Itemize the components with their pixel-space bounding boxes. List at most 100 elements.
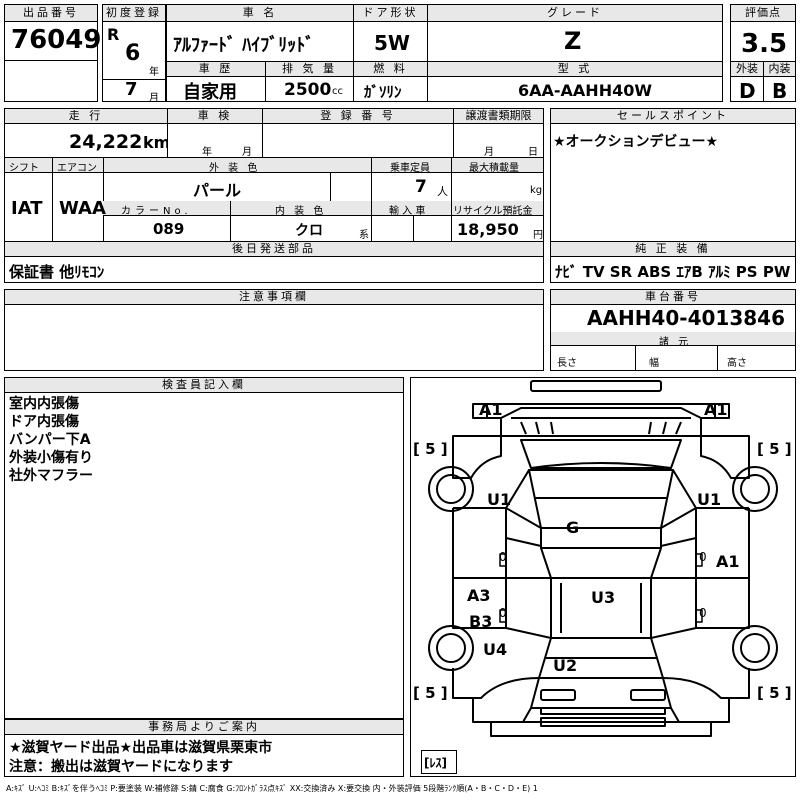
- damage-mark-a1-front-right: A1: [704, 400, 728, 419]
- model-code-label: 型 式: [428, 62, 722, 77]
- damage-mark-zero-2: 0: [699, 550, 707, 564]
- fuel-box: 燃 料 ｶﾞｿﾘﾝ: [353, 61, 428, 102]
- capacity-label: 乗車定員: [390, 163, 430, 174]
- damage-mark-zero-1: 0: [499, 550, 507, 564]
- recycle-unit: 円: [533, 230, 543, 241]
- damage-mark-u1-left: U1: [487, 490, 512, 509]
- exterior-label: 外装: [731, 62, 763, 77]
- damage-mark-a1-front-left: A1: [479, 400, 503, 419]
- length-label: 長さ: [557, 358, 577, 369]
- office-line-1: ★滋賀ヤード出品★出品車は滋賀県栗東市: [9, 740, 273, 756]
- genuine-equipment-label: 純 正 装 備: [551, 242, 795, 257]
- chassis-number: AAHH40-4013846: [587, 306, 785, 330]
- damage-mark-a3: A3: [467, 586, 491, 605]
- height-label: 高さ: [727, 358, 747, 369]
- displacement-box: 排 気 量 2500 cc: [265, 61, 354, 102]
- lot-number-box: 出品番号 76049: [4, 4, 101, 61]
- transfer-deadline-label: 譲渡書類期限: [454, 109, 543, 124]
- fuel-label: 燃 料: [354, 62, 427, 77]
- damage-mark-a1-side: A1: [716, 552, 740, 571]
- int-color-suffix: 系: [359, 230, 369, 241]
- selling-point: ★オークションデビュー★: [553, 134, 719, 150]
- inspector-line-4: 外装小傷有り: [9, 450, 93, 466]
- car-name-label: 車 名: [167, 5, 353, 22]
- mileage-label: 走 行: [5, 109, 167, 124]
- selling-point-box: セールスポイント ★オークションデビュー★: [550, 108, 796, 242]
- history-label: 車 歴: [167, 62, 265, 77]
- tire-tread-rear-right: [ 5 ]: [757, 684, 792, 702]
- registration-number-label: 登 録 番 号: [263, 109, 453, 124]
- model-code-box: 型 式 6AA-AAHH40W: [427, 61, 723, 102]
- damage-mark-b3: B3: [469, 612, 493, 631]
- damage-mark-u3: U3: [591, 588, 616, 607]
- spare-tire-box: [ﾚｽ]: [421, 750, 457, 774]
- color-no: 089: [153, 220, 185, 238]
- capacity: 7: [415, 177, 427, 197]
- inspector-line-1: 室内内張傷: [9, 396, 79, 412]
- door-type: 5W: [374, 31, 410, 55]
- transfer-day-label: 日: [528, 147, 538, 158]
- genuine-equipment: ﾅﾋﾞ TV SR ABS ｴｱB ｱﾙﾐ PS PW: [555, 263, 791, 281]
- damage-mark-u2: U2: [553, 656, 578, 675]
- fuel: ｶﾞｿﾘﾝ: [364, 83, 402, 101]
- inspection-month-label: 月: [242, 147, 252, 158]
- exterior-score-box: 外装 D: [730, 61, 764, 103]
- selling-point-label: セールスポイント: [551, 109, 795, 124]
- history-box: 車 歴 自家用: [166, 61, 266, 103]
- later-parts-box: 後日発送部品 保証書 他ﾘﾓｺﾝ: [4, 241, 544, 283]
- damage-mark-g: G: [566, 518, 580, 537]
- import-label: 輸 入 車: [389, 206, 426, 217]
- registration-number-box: 登 録 番 号: [262, 108, 454, 158]
- displacement-label: 排 気 量: [266, 62, 353, 77]
- aircon-label: エアコン: [57, 163, 97, 174]
- car-outline-svg: [428, 380, 778, 737]
- grade-box: グレード Z: [427, 4, 723, 62]
- first-registration-box: 初度登録 R 6 年 7 月: [102, 4, 166, 104]
- damage-legend: A:ｷｽﾞ U:ﾍｺﾐ B:ｷｽﾞを伴うﾍｺﾐ P:要塗装 W:補修跡 S:錆 …: [6, 784, 538, 793]
- width-label: 幅: [649, 358, 659, 369]
- int-color: クロ: [295, 223, 323, 239]
- inspector-notes-label: 検査員記入欄: [5, 378, 403, 393]
- notes-label: 注意事項欄: [5, 290, 543, 305]
- history: 自家用: [183, 82, 237, 103]
- score-box: 評価点 3.5: [730, 4, 796, 62]
- ext-color-label: 外 装 色: [209, 163, 261, 174]
- chassis-box: 車台番号 AAHH40-4013846 諸 元 長さ 幅 高さ: [550, 289, 796, 371]
- score-label: 評価点: [731, 5, 795, 22]
- chassis-label: 車台番号: [551, 290, 795, 305]
- max-load-label: 最大積載量: [469, 163, 519, 174]
- displacement-unit: cc: [332, 86, 343, 97]
- interior-label: 内装: [764, 62, 795, 77]
- tire-tread-front-left: [ 5 ]: [413, 440, 448, 458]
- tire-tread-rear-left: [ 5 ]: [413, 684, 448, 702]
- color-no-label: カラーNo.: [121, 206, 192, 217]
- interior-score: B: [772, 79, 788, 103]
- inspector-line-3: バンパー下A: [9, 432, 91, 448]
- transfer-month-label: 月: [484, 147, 494, 158]
- notes-box: 注意事項欄: [4, 289, 544, 371]
- later-parts-label: 後日発送部品: [5, 242, 543, 257]
- recycle: 18,950: [457, 220, 519, 239]
- genuine-equipment-box: 純 正 装 備 ﾅﾋﾞ TV SR ABS ｴｱB ｱﾙﾐ PS PW: [550, 241, 796, 283]
- recycle-label: リサイクル預託金: [453, 206, 533, 217]
- month-label: 月: [149, 93, 159, 104]
- shift: IAT: [11, 198, 43, 219]
- spare-tire: [ﾚｽ]: [424, 756, 447, 770]
- car-name-box: 車 名 ｱﾙﾌｧｰﾄﾞ ﾊｲﾌﾞﾘｯﾄﾞ: [166, 4, 354, 62]
- aircon: WAA: [59, 198, 106, 219]
- lot-number-blank: [4, 60, 98, 102]
- year-label: 年: [149, 67, 159, 78]
- damage-mark-u4: U4: [483, 640, 508, 659]
- load-unit: kg: [530, 185, 543, 196]
- office-notice-label: 事務局よりご案内: [5, 720, 403, 735]
- lot-number-label: 出品番号: [5, 5, 97, 22]
- mileage-unit: km: [143, 133, 171, 152]
- inspection-label: 車 検: [168, 109, 262, 124]
- era: R: [107, 25, 120, 44]
- inspection-year-label: 年: [202, 147, 212, 158]
- ext-color: パール: [193, 181, 242, 200]
- exterior-score: D: [739, 79, 756, 103]
- mileage: 24,222: [69, 131, 143, 153]
- damage-mark-zero-4: 0: [699, 606, 707, 620]
- capacity-unit: 人: [437, 185, 448, 198]
